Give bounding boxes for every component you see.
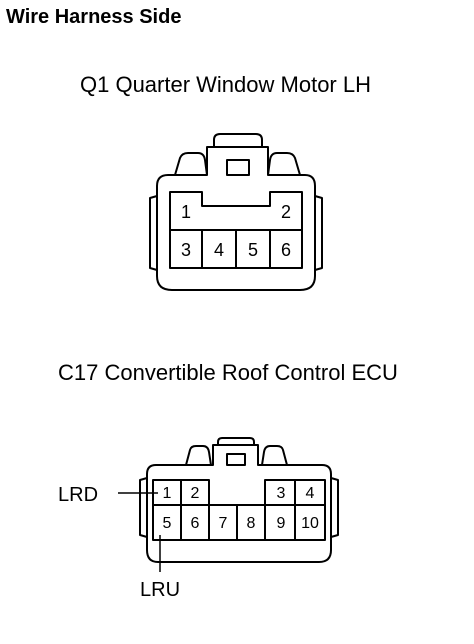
c17-pin-7: 7	[219, 515, 228, 532]
connector-c17-right-tab	[261, 445, 288, 466]
q1-pin-3: 3	[181, 240, 191, 260]
connector-c17-latch	[217, 437, 255, 445]
c17-pin-3: 3	[277, 485, 286, 502]
connector-q1-title: Q1 Quarter Window Motor LH	[80, 72, 371, 97]
c17-pin-6: 6	[191, 515, 200, 532]
q1-pin-1: 1	[181, 202, 191, 222]
c17-pin-9: 9	[277, 515, 286, 532]
diagram-heading: Wire Harness Side	[6, 6, 182, 28]
connector-q1-right-ear	[314, 195, 323, 271]
connector-q1-latch-window	[226, 159, 250, 176]
connector-q1-left-tab	[174, 152, 208, 176]
connector-q1-left-ear	[149, 195, 158, 271]
q1-pin-5: 5	[248, 240, 258, 260]
connector-c17	[139, 437, 339, 563]
q1-pin-2: 2	[281, 202, 291, 222]
wire-label-lru: LRU	[140, 579, 180, 601]
c17-pin-1: 1	[163, 485, 172, 502]
connector-q1-right-tab	[267, 152, 301, 176]
connector-q1-body	[156, 146, 316, 291]
connector-q1	[149, 133, 323, 291]
connector-c17-title: C17 Convertible Roof Control ECU	[58, 360, 398, 385]
connector-c17-cavity-grid	[152, 479, 326, 541]
c17-pin-5: 5	[163, 515, 172, 532]
wire-label-lrd: LRD	[58, 484, 98, 506]
c17-pin-8: 8	[247, 515, 256, 532]
connector-c17-latch-window	[226, 453, 246, 466]
connector-c17-body	[146, 444, 332, 563]
q1-pin-6: 6	[281, 240, 291, 260]
connector-c17-left-tab	[185, 445, 212, 466]
c17-pin-4: 4	[306, 485, 315, 502]
c17-pin-10: 10	[301, 515, 319, 532]
connector-q1-latch	[213, 133, 263, 147]
connector-c17-left-ear	[139, 477, 148, 538]
c17-pin-2: 2	[191, 485, 200, 502]
q1-pin-4: 4	[214, 240, 224, 260]
connector-c17-right-ear	[330, 477, 339, 538]
connector-q1-cavity-grid	[169, 191, 303, 269]
